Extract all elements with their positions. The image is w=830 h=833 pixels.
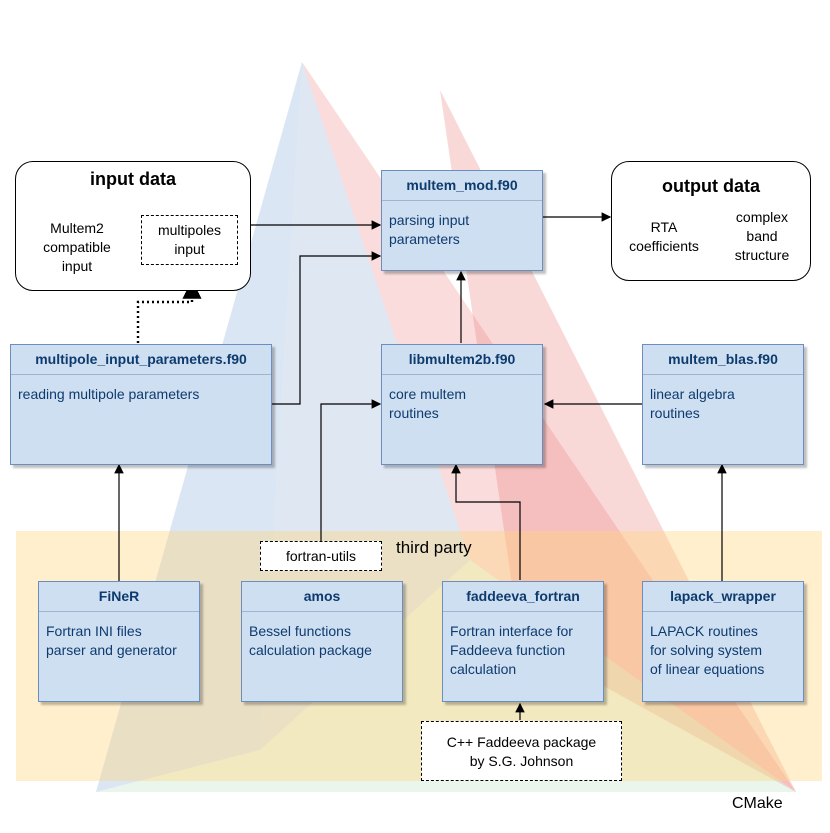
- band-line3: structure: [734, 247, 790, 263]
- desc-line2: calculation package: [249, 642, 372, 658]
- module-amos: amos Bessel functions calculation packag…: [241, 581, 403, 702]
- complex-band-structure-label: complex band structure: [717, 208, 807, 265]
- desc-line1: LAPACK routines: [650, 623, 758, 639]
- module-description: reading multipole parameters: [18, 385, 266, 404]
- multem2-line1: Multem2: [50, 220, 104, 236]
- module-multem-mod: multem_mod.f90 parsing input parameters: [381, 170, 543, 271]
- module-name: lapack_wrapper: [643, 582, 803, 612]
- desc-line1: Bessel functions: [249, 623, 351, 639]
- module-description: Fortran interface for Faddeeva function …: [450, 622, 598, 679]
- desc-line1: Fortran INI files: [46, 623, 142, 639]
- module-name: multem_blas.f90: [643, 345, 803, 375]
- module-multipole-input-parameters: multipole_input_parameters.f90 reading m…: [10, 344, 272, 465]
- input-data-box: input data Multem2 compatible input mult…: [15, 161, 251, 291]
- module-description: LAPACK routines for solving system of li…: [650, 622, 798, 679]
- module-name: FiNeR: [39, 582, 199, 612]
- desc-line2: Faddeeva function: [450, 642, 566, 658]
- cpp-faddeeva-package-box: C++ Faddeeva package by S.G. Johnson: [421, 721, 622, 781]
- desc-line3: of linear equations: [650, 661, 765, 677]
- module-name: amos: [242, 582, 402, 612]
- module-description: linear algebra routines: [650, 385, 798, 423]
- desc-line2: for solving system: [650, 642, 763, 658]
- module-name: libmultem2b.f90: [382, 345, 542, 375]
- module-lapack-wrapper: lapack_wrapper LAPACK routines for solvi…: [642, 581, 804, 702]
- desc-line2: routines: [389, 405, 439, 421]
- output-data-title: output data: [662, 176, 760, 196]
- module-description: Fortran INI files parser and generator: [46, 622, 194, 660]
- cpp-faddeeva-line1: C++ Faddeeva package: [446, 734, 597, 750]
- desc-line2: parameters: [389, 231, 460, 247]
- desc-line1: parsing input: [389, 212, 470, 228]
- output-data-box: output data RTA coefficients complex ban…: [611, 161, 811, 281]
- desc-line3: calculation: [450, 661, 517, 677]
- multem2-input-label: Multem2 compatible input: [32, 219, 122, 276]
- module-description: core multem routines: [389, 385, 537, 423]
- module-name: faddeeva_fortran: [443, 582, 603, 612]
- module-faddeeva-fortran: faddeeva_fortran Fortran interface for F…: [442, 581, 604, 702]
- multem2-line2: compatible: [43, 239, 111, 255]
- rta-coefficients-label: RTA coefficients: [614, 218, 714, 256]
- rta-line2: coefficients: [629, 238, 699, 254]
- input-data-title: input data: [90, 169, 176, 189]
- rta-line1: RTA: [650, 219, 678, 235]
- desc-line2: parser and generator: [46, 642, 177, 658]
- desc-line1: linear algebra: [650, 386, 735, 402]
- module-libmultem2b: libmultem2b.f90 core multem routines: [381, 344, 543, 465]
- desc-line1: Fortran interface for: [450, 623, 573, 639]
- module-name: multipole_input_parameters.f90: [11, 345, 271, 375]
- fortran-utils-box: fortran-utils: [260, 541, 382, 571]
- module-multem-blas: multem_blas.f90 linear algebra routines: [642, 344, 804, 465]
- multipoles-line2: input: [174, 241, 205, 257]
- multem2-line3: input: [61, 258, 93, 274]
- desc-line1: reading multipole parameters: [18, 386, 200, 402]
- desc-line1: core multem: [389, 386, 467, 402]
- multipoles-line1: multipoles: [157, 222, 222, 238]
- desc-line2: routines: [650, 405, 700, 421]
- module-finer: FiNeR Fortran INI files parser and gener…: [38, 581, 200, 702]
- module-description: Bessel functions calculation package: [249, 622, 397, 660]
- cmake-label: CMake: [732, 795, 783, 812]
- module-name: multem_mod.f90: [382, 171, 542, 201]
- band-line1: complex: [735, 209, 789, 225]
- multipoles-input-box: multipoles input: [141, 215, 238, 265]
- band-line2: band: [746, 228, 778, 244]
- cpp-faddeeva-line2: by S.G. Johnson: [469, 753, 574, 769]
- module-description: parsing input parameters: [389, 211, 537, 249]
- third-party-label: third party: [396, 538, 472, 557]
